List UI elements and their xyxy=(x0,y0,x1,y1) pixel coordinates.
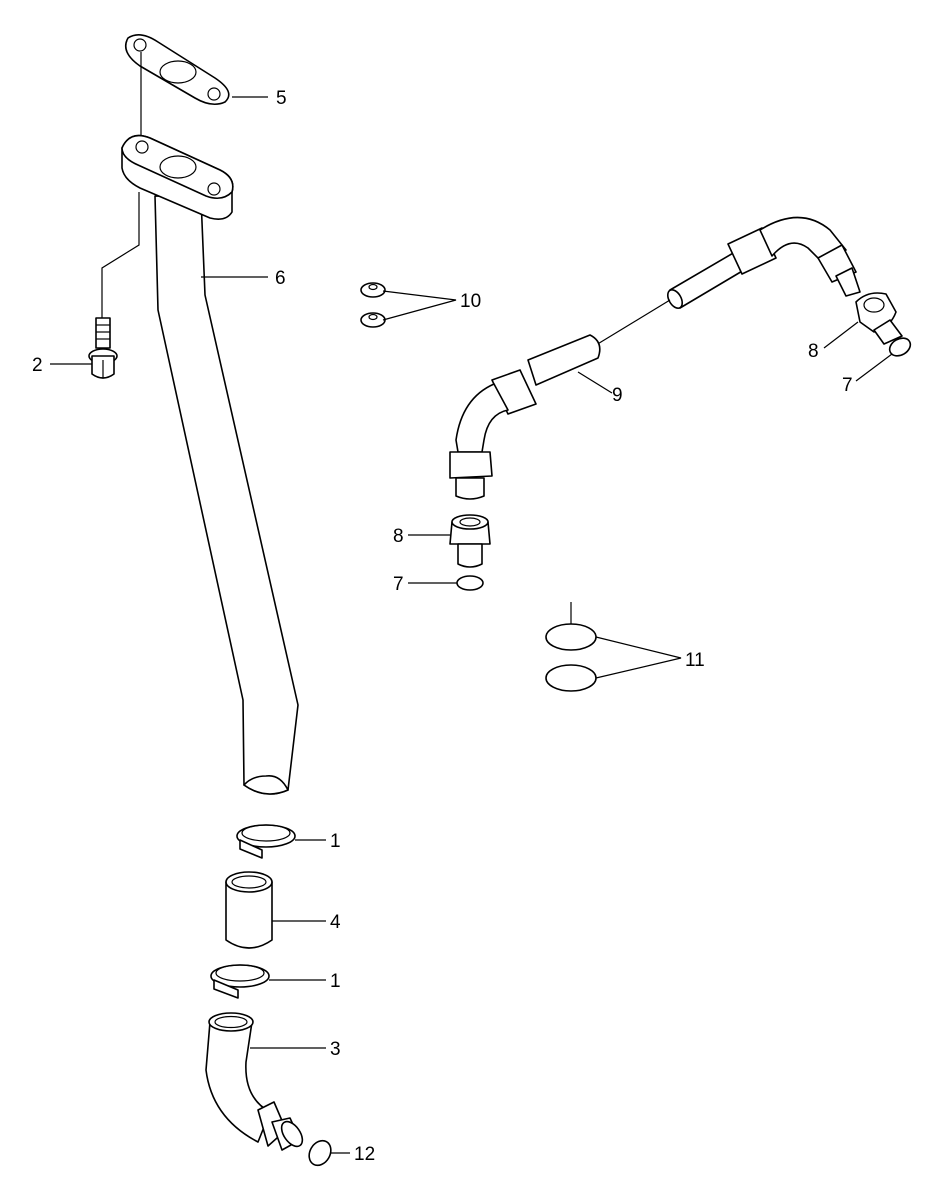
callout-1-upper: 1 xyxy=(330,831,341,852)
o-ring-part-12 xyxy=(308,1139,332,1167)
callout-3: 3 xyxy=(330,1039,341,1060)
callout-10: 10 xyxy=(460,291,481,312)
callout-1-lower: 1 xyxy=(330,971,341,992)
oil-return-pipe-part-6 xyxy=(121,134,299,795)
gasket-part-11 xyxy=(545,602,597,692)
leader-line-10 xyxy=(382,290,457,321)
callout-7-lower: 7 xyxy=(393,574,404,595)
callout-6: 6 xyxy=(275,268,286,289)
callout-4: 4 xyxy=(330,912,341,933)
o-ring-part-7-upper xyxy=(888,337,912,357)
callout-5: 5 xyxy=(276,88,287,109)
gasket-part-5 xyxy=(124,34,230,106)
callout-9: 9 xyxy=(612,385,623,406)
callout-labels: 5 6 2 10 9 8 7 8 7 11 1 4 1 3 12 xyxy=(32,88,853,1165)
flange-bolt-part-2 xyxy=(88,192,140,379)
callout-8-lower: 8 xyxy=(393,526,404,547)
leader-line-11 xyxy=(595,636,682,679)
clamp-part-1-lower xyxy=(210,964,270,999)
leader-lines xyxy=(50,96,893,1154)
hose-part-4 xyxy=(225,871,273,949)
oil-feed-hose-part-9 xyxy=(449,216,861,500)
callout-11: 11 xyxy=(685,650,705,671)
callout-12: 12 xyxy=(354,1144,375,1165)
callout-7-upper: 7 xyxy=(842,375,853,396)
leader-line-9 xyxy=(577,371,613,394)
clamp-part-1-upper xyxy=(236,824,296,859)
o-ring-part-7-lower xyxy=(456,575,484,591)
connector-part-8-upper xyxy=(855,292,903,345)
leader-line-8-upper xyxy=(823,321,859,349)
leader-line-7-upper xyxy=(855,353,893,382)
elbow-pipe-part-3 xyxy=(205,1012,304,1151)
callout-8-upper: 8 xyxy=(808,341,819,362)
connector-part-8-lower xyxy=(449,514,491,568)
washer-part-10 xyxy=(360,282,386,328)
callout-2: 2 xyxy=(32,355,43,376)
